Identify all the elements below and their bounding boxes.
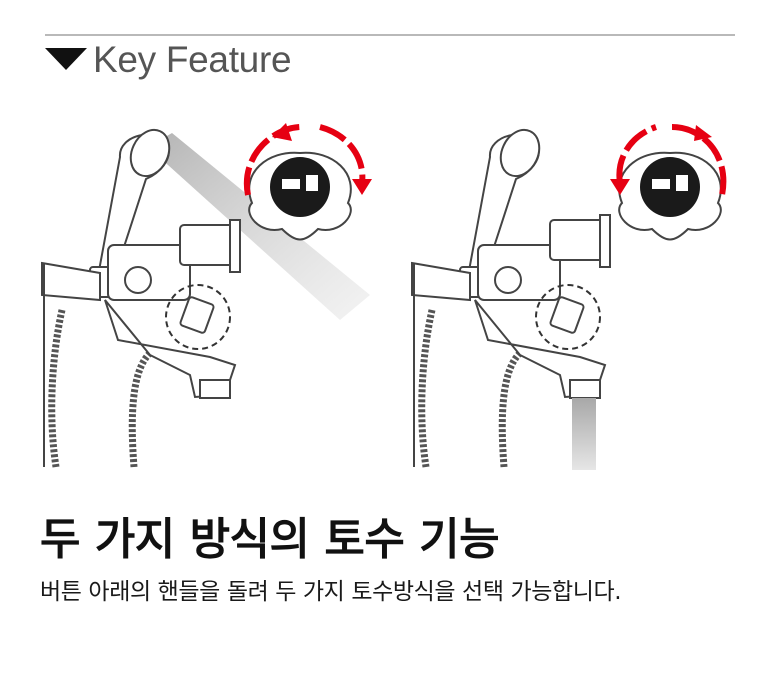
section-header: Key Feature: [45, 39, 292, 80]
feature-headline: 두 가지 방식의 토수 기능: [40, 514, 500, 565]
spout-water-stream: [572, 398, 596, 470]
rotate-counterclockwise-icon: [610, 124, 727, 241]
handle-detail-callout: [535, 284, 601, 350]
feature-description: 버튼 아래의 핸들을 돌려 두 가지 토수방식을 선택 가능합니다.: [40, 579, 622, 605]
section-title: Key Feature: [93, 39, 292, 80]
faucet-illustrations: [41, 123, 727, 470]
handle-detail-callout: [165, 284, 231, 350]
triangle-down-icon: [45, 48, 87, 70]
shower-mode-illustration: [41, 123, 372, 468]
header-divider: [45, 34, 735, 36]
rotate-clockwise-icon: [243, 123, 372, 241]
spout-mode-illustration: [411, 124, 727, 470]
